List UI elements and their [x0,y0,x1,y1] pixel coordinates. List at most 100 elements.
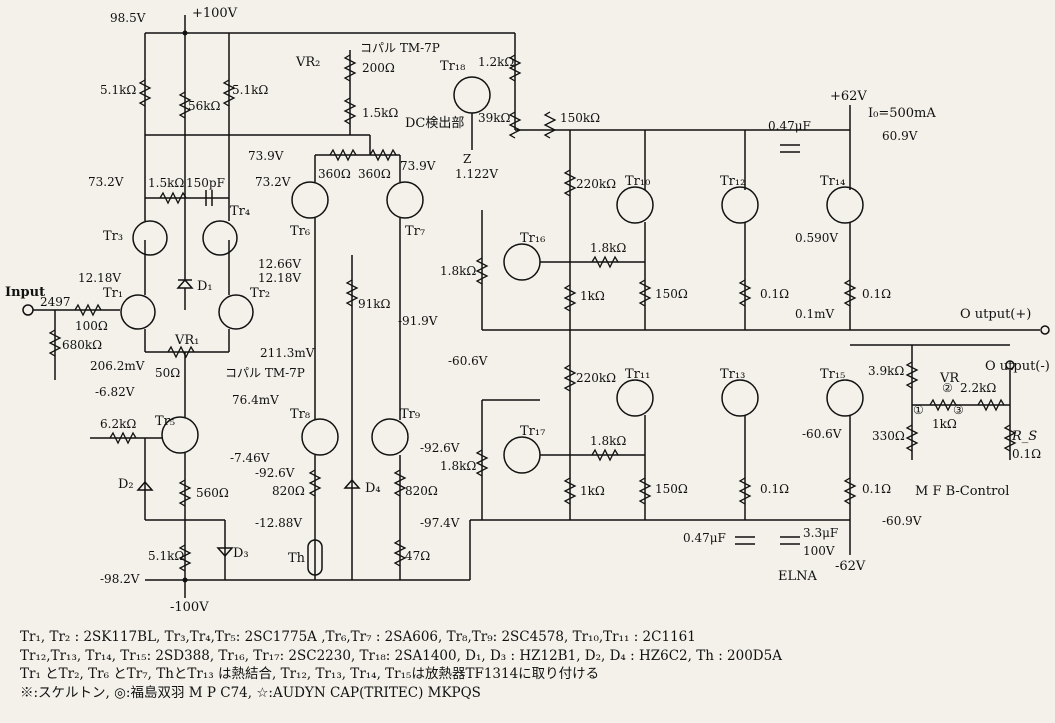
v-211: 211.3mV [260,346,315,360]
vr-pin1: ① [913,403,924,417]
c-047-a: 0.47μF [768,119,811,133]
r-2k2: 2.2kΩ [960,381,996,395]
r-47: 47Ω [405,549,430,563]
r-0r1-a: 0.1Ω [760,287,789,301]
r-0r1-e: 0.1Ω [1012,447,1041,461]
r-200: 200Ω [362,61,395,75]
elna-label: ELNA [778,569,817,584]
r-100: 100Ω [75,319,108,333]
r-5k1-c: 5.1kΩ [148,549,184,563]
c-047-b: 0.47μF [683,531,726,545]
v-206: 206.2mV [90,359,145,373]
r-0r1-d: 0.1Ω [862,482,891,496]
tr9-label: Tr₉ [400,407,420,422]
tr17-label: Tr₁₇ [520,424,545,439]
v-0-1mv: 0.1mV [795,307,834,321]
v-0-590: 0.590V [795,231,838,245]
v-73-2-b: 73.2V [255,175,291,189]
minus100-label: -100V [170,600,209,615]
r-39k: 39kΩ [478,111,511,125]
tr15-label: Tr₁₅ [820,367,845,382]
v-12-66: 12.66V [258,257,301,271]
v-73-9-b: 73.9V [400,159,436,173]
output-plus-label: O utput(+) [960,307,1031,322]
r-1k-a: 1kΩ [580,289,605,303]
tr11-label: Tr₁₁ [625,367,650,382]
tr10-label: Tr₁₀ [625,174,650,189]
v-6-82: -6.82V [95,385,135,399]
r-5k1-b: 5.1kΩ [232,83,268,97]
vr1-type: コパル TM-7P [225,366,305,380]
parts-notes: Tr₁, Tr₂ : 2SK117BL, Tr₃,Tr₄,Tr₅: 2SC177… [20,628,1040,702]
c-3u3-v: 100V [803,544,835,558]
v-98-2: -98.2V [100,572,140,586]
input-label: Input [5,285,45,300]
v-2497: 2497 [40,295,71,309]
v-60-6-a: -60.6V [448,354,488,368]
v-97-4: -97.4V [420,516,460,530]
v-60-9-b: -60.9V [882,514,922,528]
idle-current-label: I₀=500mA [868,106,936,121]
vr2-label: VR₂ [295,55,320,70]
tr2-label: Tr₂ [250,286,270,301]
tr13-label: Tr₁₃ [720,367,745,382]
dc-detect-label: DC検出部 [405,116,464,131]
tr6-label: Tr₆ [290,224,310,239]
notes-line-1: Tr₁, Tr₂ : 2SK117BL, Tr₃,Tr₄,Tr₅: 2SC177… [20,629,696,645]
c-150p: 150pF [186,176,225,190]
v-60-6-b: -60.6V [802,427,842,441]
output-minus-label: O utput(-) [985,359,1050,374]
mfb-control-label: M F B-Control [915,484,1009,499]
r-56k: 56kΩ [188,99,221,113]
r-150-a: 150Ω [655,287,688,301]
r-6k2: 6.2kΩ [100,417,136,431]
vr-label: VR [939,371,960,386]
r-360-a: 360Ω [318,167,351,181]
r-1k-vr: 1kΩ [932,417,957,431]
vr2-type: コパル TM-7P [360,41,440,55]
r-1k8-b: 1.8kΩ [590,434,626,448]
r-1k2: 1.2kΩ [478,55,514,69]
r-50: 50Ω [155,366,180,380]
r-1k8-a: 1.8kΩ [590,241,626,255]
amplifier-schematic: Tr₃ Tr₄ Tr₁ Tr₂ Tr₅ Tr₆ Tr₇ Tr₈ Tr₉ Tr₁₀… [5,6,1050,615]
v-1-122: 1.122V [455,167,498,181]
output-stage [475,130,1050,545]
v-73-9-a: 73.9V [248,149,284,163]
vr1-label: VR₁ [174,333,199,348]
r-1k8-c: 1.8kΩ [440,264,476,278]
current-source [90,395,234,580]
r-1k-b: 1kΩ [580,484,605,498]
v-76-4: 76.4mV [232,393,279,407]
d3-label: D₃ [233,546,249,561]
plus62-label: +62V [830,89,867,104]
v-12-88: -12.88V [255,516,302,530]
r-820-a: 820Ω [272,484,305,498]
v-73-2-a: 73.2V [88,175,124,189]
r-0r1-b: 0.1Ω [862,287,891,301]
tr8-label: Tr₈ [290,407,310,422]
v-91-9: -91.9V [398,314,438,328]
d1-label: D₁ [197,279,213,294]
notes-line-4: ※:スケルトン, ◎:福島双羽 M P C74, ☆:AUDYN CAP(TRI… [20,684,481,701]
tr14-label: Tr₁₄ [820,174,845,189]
v-60-9-a: 60.9V [882,129,918,143]
vr-pin3: ③ [953,403,964,417]
tr7-label: Tr₇ [405,224,425,239]
r-820-b: 820Ω [405,484,438,498]
minus62-label: -62V [835,559,866,574]
v-7-46: -7.46V [230,451,270,465]
dc-detect [453,54,557,150]
r-150-b: 150Ω [655,482,688,496]
tr16-label: Tr₁₆ [520,231,545,246]
vr-pin2: ② [942,381,953,395]
tr18-label: Tr₁₈ [440,59,465,74]
tr12-label: Tr₁₂ [720,174,745,189]
v-12-18-b: 12.18V [258,271,301,285]
d2-label: D₂ [118,477,134,492]
r-1k5-a: 1.5kΩ [362,106,398,120]
tr1-label: Tr₁ [103,286,123,301]
notes-line-3: Tr₁ とTr₂, Tr₆ とTr₇, ThとTr₁₃ は熱結合, Tr₁₂, … [20,666,600,682]
r-220k-a: 220kΩ [576,177,616,191]
th-label: Th [288,551,306,566]
